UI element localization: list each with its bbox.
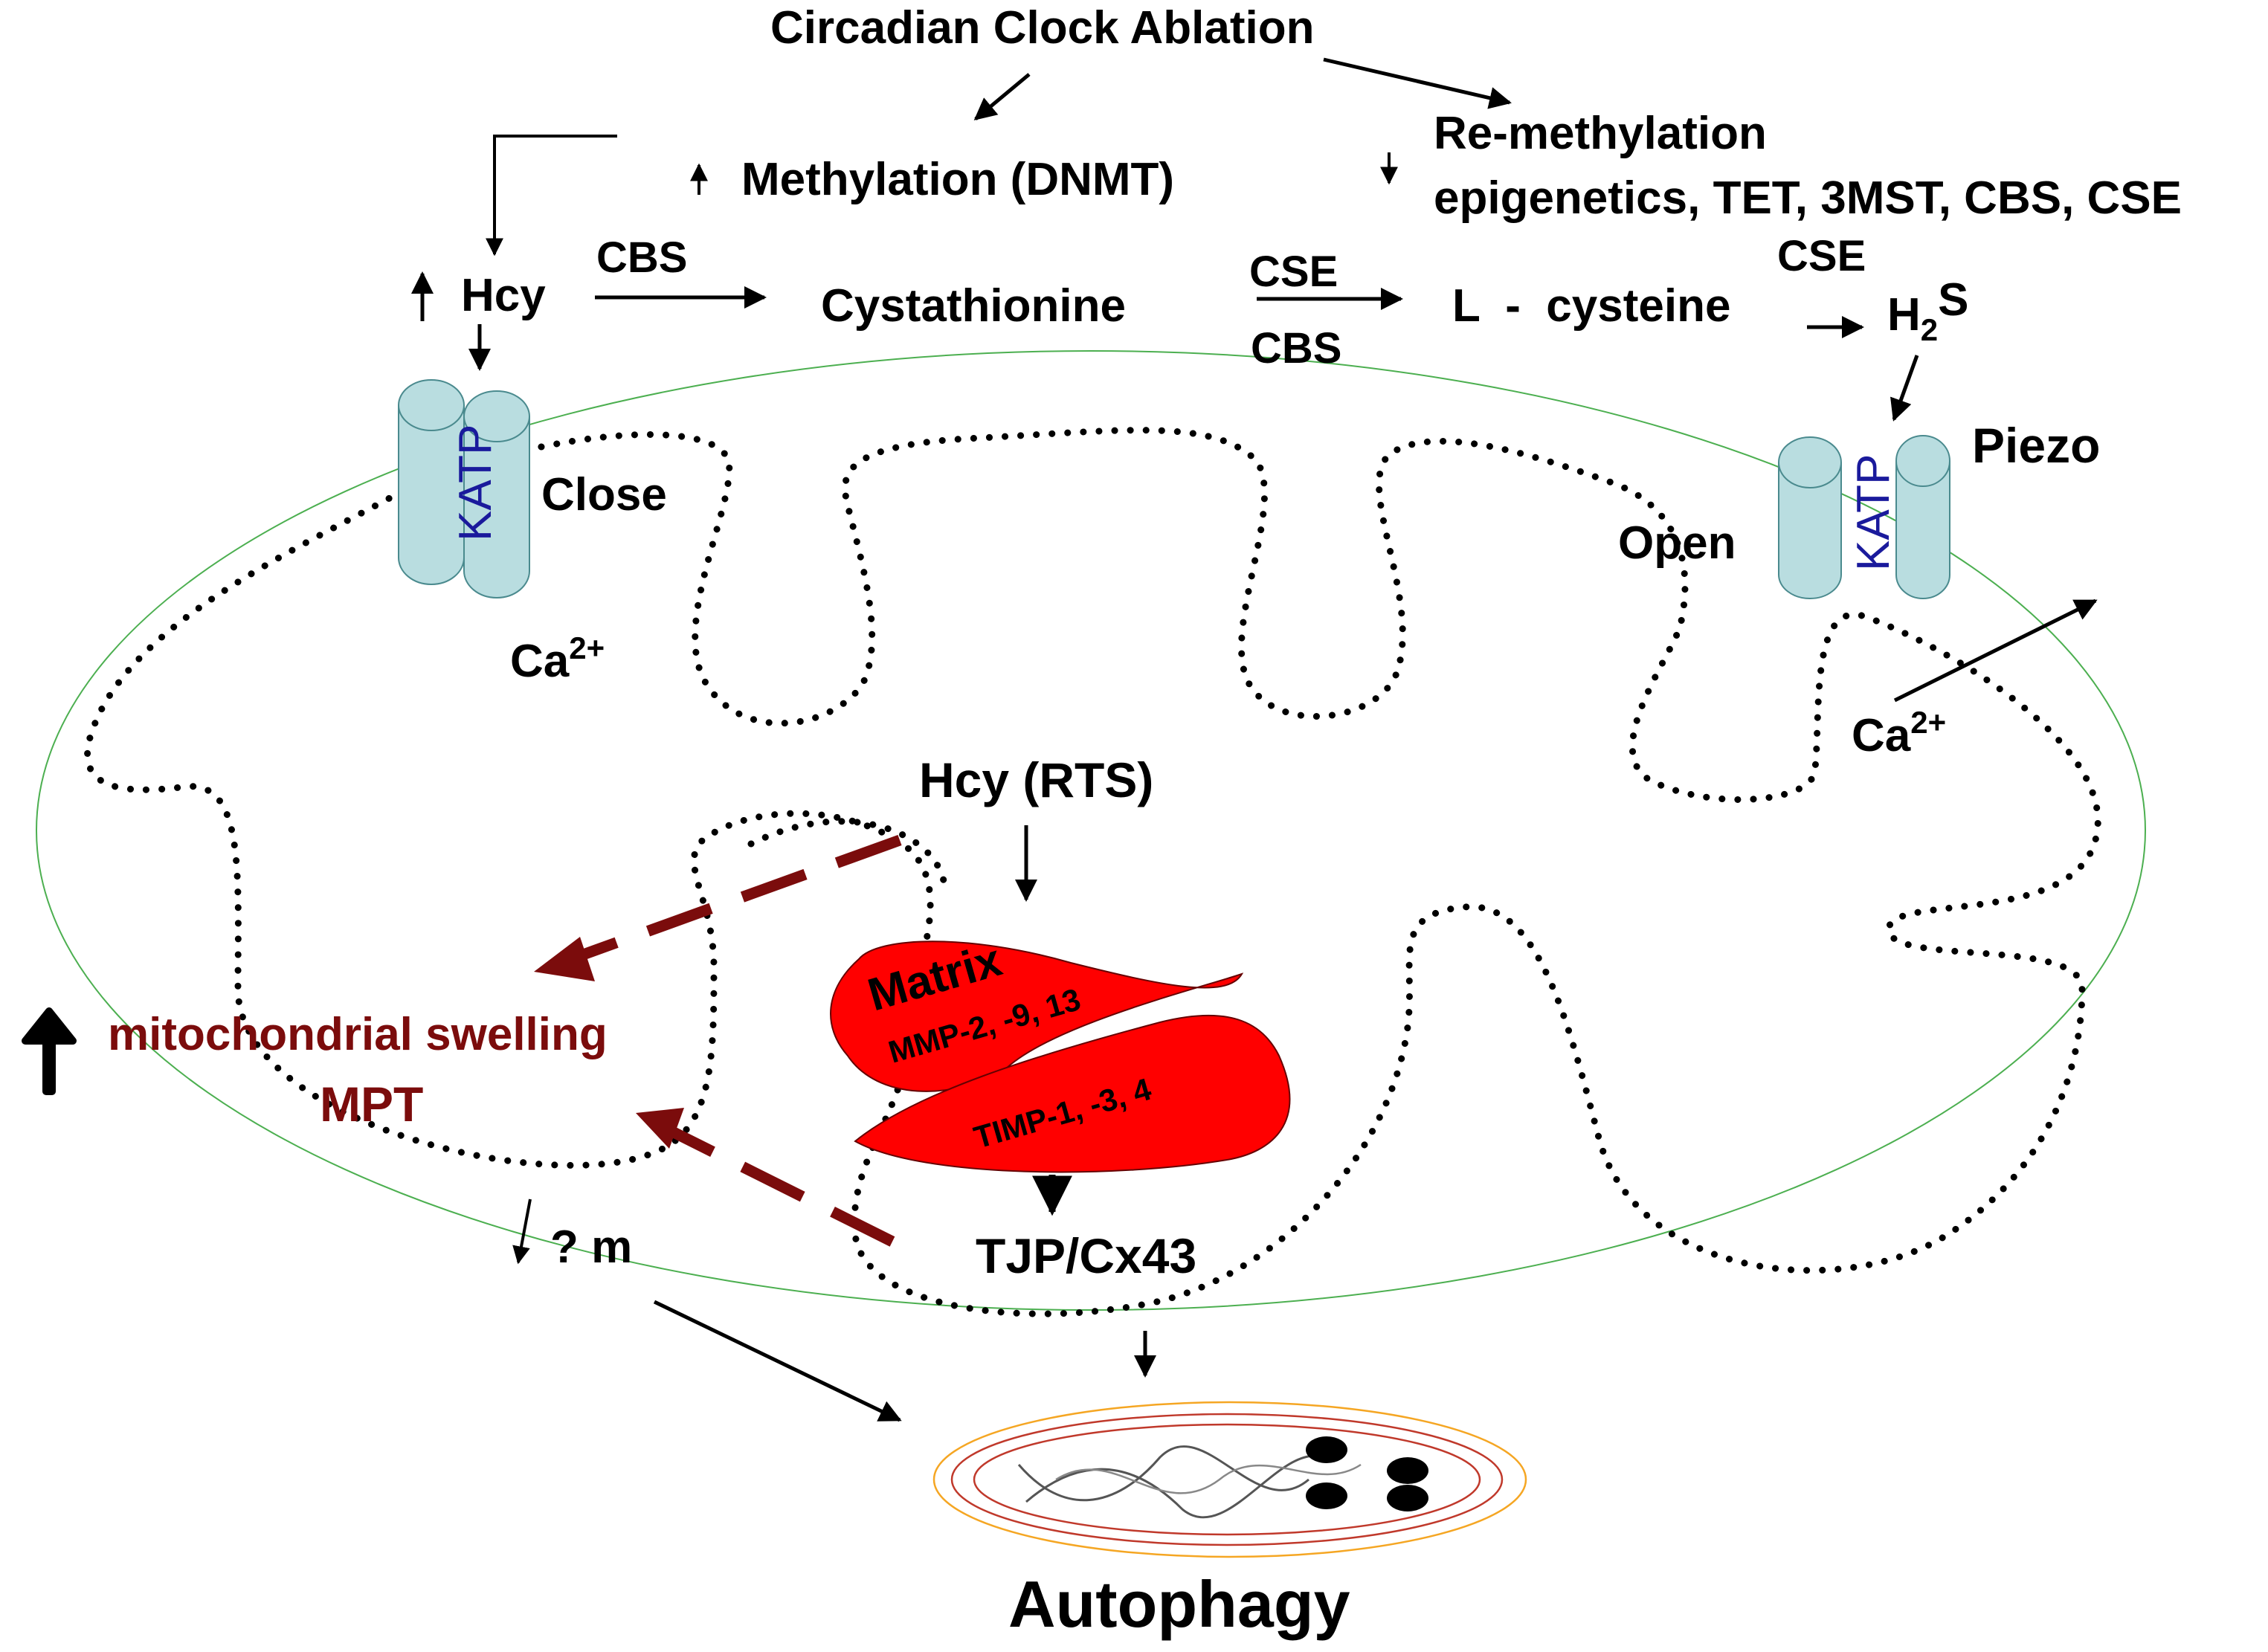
close-label: Close — [541, 469, 667, 520]
inner-membrane-loop — [747, 818, 948, 888]
inner-membrane-cristae — [84, 427, 2101, 1317]
l-cysteine-label: L - cysteine — [1452, 280, 1730, 332]
katp-label-left: KATP — [450, 425, 501, 541]
cystathionine-label: Cystathionine — [821, 280, 1126, 332]
cbs-label-1: CBS — [596, 233, 687, 282]
methylation-label: Methylation (DNMT) — [741, 154, 1174, 205]
hcy-label: Hcy — [461, 270, 546, 321]
dashed-arrow-upper-head — [534, 937, 595, 981]
arrow-clock-to-remethylation — [1323, 57, 1512, 109]
arrow-elbow-to-hcy — [486, 135, 617, 256]
ca-left-label: Ca2+ — [510, 630, 605, 687]
tjp-cx43-label: TJP/Cx43 — [976, 1228, 1196, 1283]
mpt-label: MPT — [320, 1077, 423, 1132]
cse-label-2: CSE — [1777, 232, 1866, 280]
mito-swelling-label: mitochondrial swelling — [108, 1009, 608, 1060]
outer-membrane — [36, 350, 2146, 1311]
clock-ablation-label: Circadian Clock Ablation — [770, 2, 1315, 54]
thick-up-arrow-swelling — [22, 1007, 77, 1095]
autophagy-label: Autophagy — [1008, 1567, 1350, 1641]
piezo-label: Piezo — [1972, 418, 2100, 473]
autophagosome — [932, 1401, 1527, 1558]
cse-label-1: CSE — [1249, 248, 1338, 296]
matrix-blobs: Matrix MMP-2, -9, 13 TIMP-1, -3, 4 — [830, 935, 1291, 1173]
katp-label-right: KATP — [1848, 454, 1899, 571]
epigenetics-label: epigenetics, TET, 3MST, CBS, CSE — [1434, 172, 2182, 224]
psi-m-label: ? m — [550, 1222, 632, 1273]
hcy-rts-label: Hcy (RTS) — [919, 752, 1153, 807]
arrow-clock-to-methylation — [973, 73, 1031, 120]
cbs-label-2: CBS — [1251, 324, 1341, 372]
katp-channel-left: KATP — [398, 379, 530, 598]
h2s-label: H2S — [1887, 274, 1969, 347]
katp-channel-right: KATP — [1778, 435, 1950, 599]
dashed-arrow-upper — [548, 834, 902, 972]
remethylation-label: Re-methylation — [1434, 108, 1767, 159]
dashed-arrow-lower — [651, 1117, 895, 1247]
arrow-h2s-to-katp — [1890, 355, 1919, 422]
ca-right-label: Ca2+ — [1852, 705, 1946, 761]
open-label: Open — [1618, 517, 1736, 569]
arrow-psi-down — [512, 1198, 532, 1265]
arrow-ca-efflux — [1893, 598, 2098, 703]
dashed-arrow-lower-head — [636, 1108, 684, 1149]
arrow-to-autophagy — [653, 1300, 902, 1422]
